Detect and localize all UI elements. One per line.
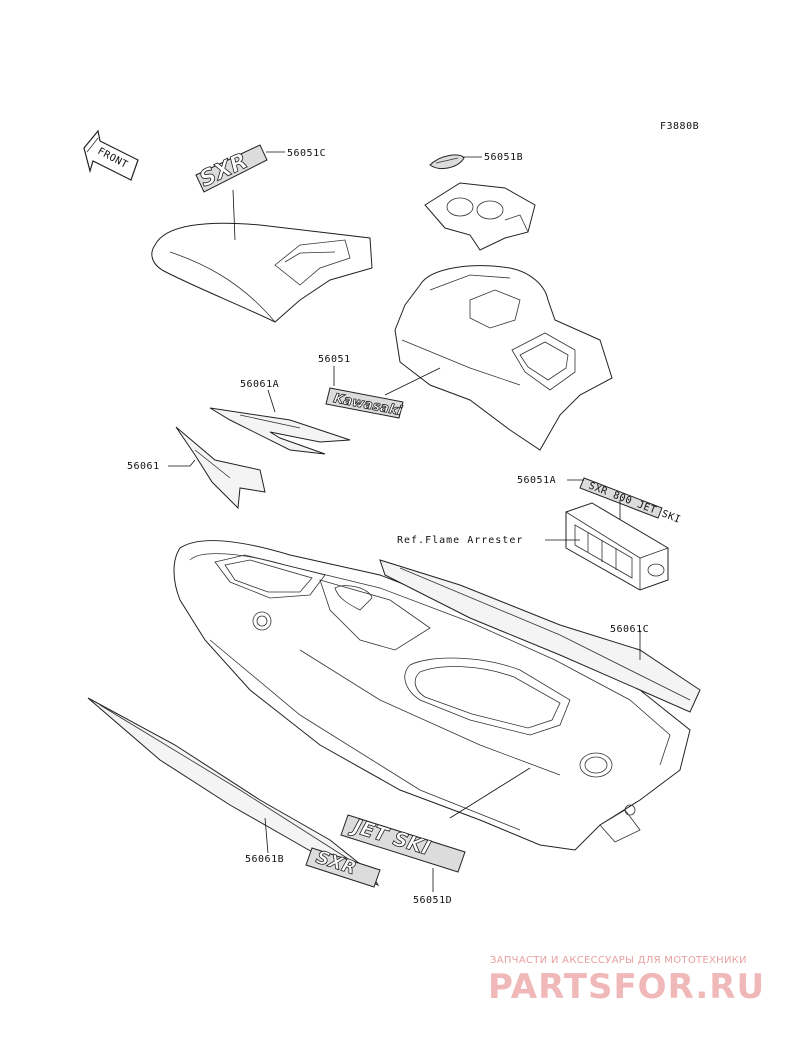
label-56051D: 56051D — [413, 895, 452, 906]
seat-cover — [151, 222, 373, 323]
kawasaki-decal: Kawasaki — [325, 387, 404, 420]
watermark-tagline: ЗАПЧАСТИ И АКСЕССУАРЫ ДЛЯ МОТОТЕХНИКИ — [490, 955, 747, 966]
svg-text:SXR: SXR — [196, 149, 252, 193]
side-stripe-56061C — [379, 559, 701, 713]
label-56051: 56051 — [318, 354, 351, 365]
front-arrow-icon: FRONT — [83, 129, 139, 181]
stripe-decal-56061 — [175, 426, 266, 510]
label-56061B: 56061B — [245, 854, 284, 865]
diagram-code: F3880B — [660, 121, 699, 132]
label-56051C: 56051C — [287, 148, 326, 159]
watermark-logo: PARTSFOR.RU — [488, 967, 765, 1007]
label-56051B: 56051B — [484, 152, 523, 163]
upper-hood — [394, 265, 613, 451]
small-badge — [429, 154, 465, 169]
label-56061C: 56061C — [610, 624, 649, 635]
reference-note: Ref.Flame Arrester — [397, 535, 523, 546]
label-56061: 56061 — [127, 461, 160, 472]
sxr-top-decal: SXR — [195, 144, 268, 193]
instrument-console — [424, 182, 536, 251]
long-stripe-56061B — [87, 697, 380, 887]
flame-arrester — [565, 502, 669, 591]
hull-deck — [173, 540, 691, 851]
svg-text:JET SKI: JET SKI — [347, 813, 434, 860]
stripe-decal-56061A — [209, 407, 351, 455]
label-56061A: 56061A — [240, 379, 279, 390]
label-56051A: 56051A — [517, 475, 556, 486]
